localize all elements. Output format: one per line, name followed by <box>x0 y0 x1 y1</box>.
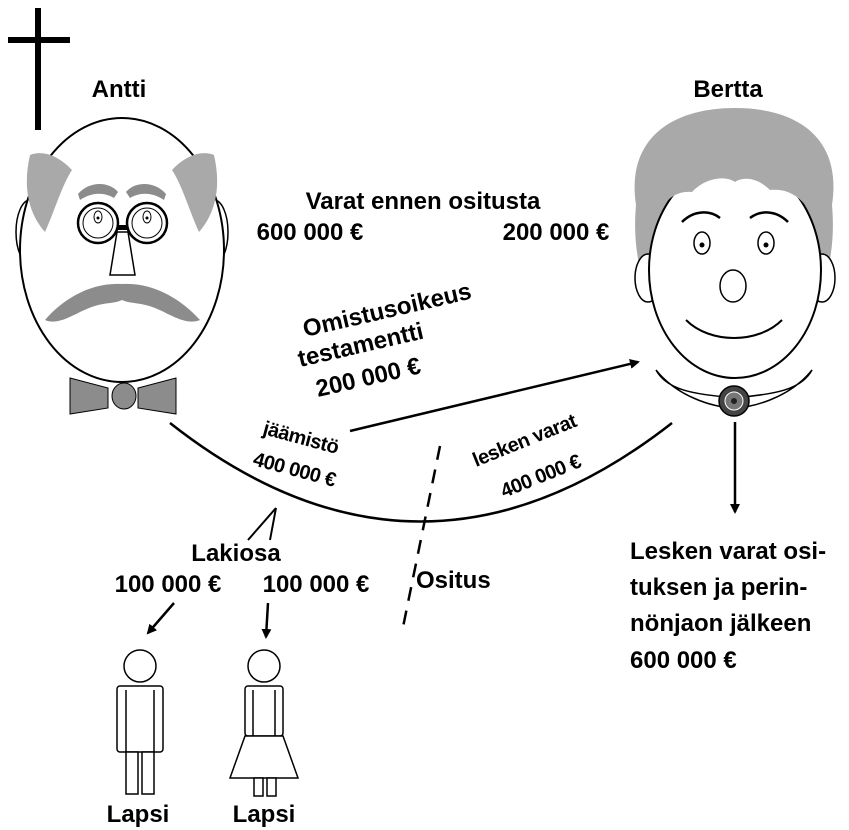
spouse-name: Bertta <box>693 76 763 103</box>
antti-assets-amount: 600 000 € <box>257 219 364 246</box>
result-line4: 600 000 € <box>630 647 737 674</box>
result-line3: nönjaon jälkeen <box>630 610 811 637</box>
child2-label: Lapsi <box>233 801 296 828</box>
result-line1: Lesken varat osi- <box>630 538 826 565</box>
child2-arrow <box>261 602 272 639</box>
cross-icon <box>8 8 70 130</box>
bertta-assets-amount: 200 000 € <box>503 219 610 246</box>
partition-arc <box>169 422 673 523</box>
forced-share-amount-child2: 100 000 € <box>263 571 370 598</box>
will-arrow <box>349 359 640 433</box>
assets-before-title: Varat ennen ositusta <box>306 188 541 215</box>
bertta-face-icon <box>634 108 836 417</box>
forced-share-amount-child1: 100 000 € <box>115 571 222 598</box>
forced-share-line-2 <box>269 507 277 541</box>
child-girl-icon <box>228 649 300 797</box>
child1-label: Lapsi <box>107 801 170 828</box>
partition-dashed-line <box>400 445 442 633</box>
deceased-name: Antti <box>92 76 147 103</box>
result-line2: tuksen ja perin- <box>630 574 807 601</box>
antti-face-icon <box>15 117 229 415</box>
forced-share-label: Lakiosa <box>191 540 281 567</box>
child1-arrow <box>146 602 175 635</box>
child-boy-icon <box>116 649 164 795</box>
partition-label: Ositus <box>416 567 491 594</box>
forced-share-line-1 <box>247 507 277 541</box>
